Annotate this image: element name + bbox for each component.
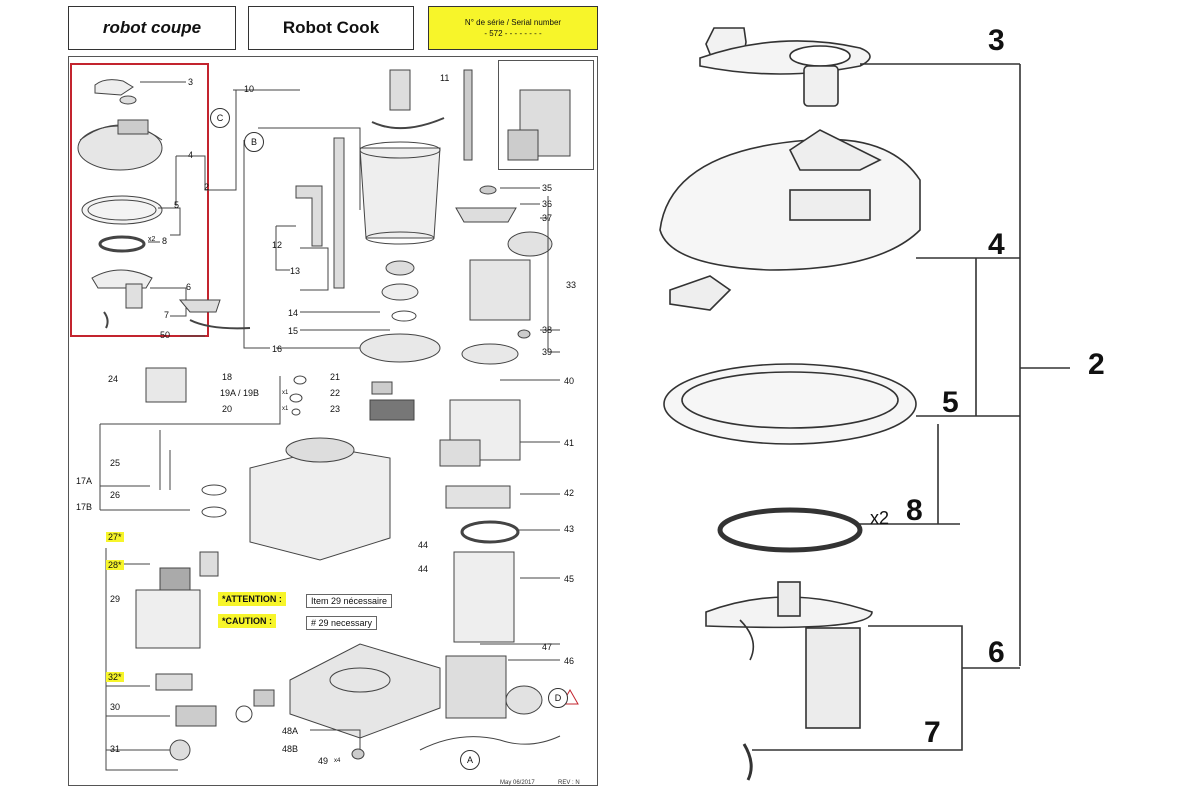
serial-label: N° de série / Serial number <box>464 17 562 27</box>
part-label-31: 31 <box>110 744 121 754</box>
part-label-44-b: 44 <box>418 564 429 574</box>
serial-value: - 572 - - - - - - - - <box>484 29 542 38</box>
part-label-14: 14 <box>288 308 299 318</box>
part-label-5: 5 <box>174 200 180 210</box>
machine-overview-inset <box>498 60 594 170</box>
part-label-32: 32* <box>106 672 124 682</box>
exploded-view-frame <box>68 56 598 786</box>
detail-qty-8: x2 <box>870 508 890 528</box>
part-label-36: 36 <box>542 199 553 209</box>
part-label-39: 39 <box>542 347 553 357</box>
part-label-47: 47 <box>542 642 553 652</box>
attention-text: Item 29 nécessaire <box>306 594 393 608</box>
part-label-19: 19A / 19B <box>220 388 260 398</box>
part-label-4: 4 <box>188 150 194 160</box>
lid-assembly-highlight <box>70 63 209 337</box>
part-label-42: 42 <box>564 488 575 498</box>
part-label-38: 38 <box>542 325 553 335</box>
part-label-3: 3 <box>188 77 194 87</box>
caution-text: # 29 necessary <box>306 616 378 630</box>
part-label-26: 26 <box>110 490 121 500</box>
part-label-41: 41 <box>564 438 575 448</box>
part-label-43: 43 <box>564 524 575 534</box>
part-label-27: 27* <box>106 532 124 542</box>
part-label-11: 11 <box>440 73 450 83</box>
part-label-35: 35 <box>542 183 553 193</box>
part-label-44-a: 44 <box>418 540 429 550</box>
attention-label: *ATTENTION : <box>218 592 286 606</box>
part-label-40: 40 <box>564 376 575 386</box>
part-label-33: 33 <box>566 280 577 290</box>
part-label-46: 46 <box>564 656 575 666</box>
part-label-15: 15 <box>288 326 299 336</box>
part-label-30: 30 <box>110 702 121 712</box>
part-label-48a: 48A <box>282 726 299 736</box>
serial-number-box: N° de série / Serial number - 572 - - - … <box>428 6 598 50</box>
model-title: Robot Cook <box>248 6 414 50</box>
part-label-49: 49 <box>318 756 329 766</box>
part-label-23: 23 <box>330 404 341 414</box>
part-label-25: 25 <box>110 458 121 468</box>
part-label-10: 10 <box>244 84 255 94</box>
part-label-2: 2 <box>204 182 210 192</box>
detail-label-2: 2 <box>1088 348 1105 381</box>
part-label-16: 16 <box>272 344 283 354</box>
part-label-18: 18 <box>222 372 233 382</box>
part-label-28: 28* <box>106 560 124 570</box>
detail-label-5: 5 <box>942 386 959 419</box>
part-label-29: 29 <box>110 594 121 604</box>
callout-a: A <box>460 750 480 770</box>
detail-label-7: 7 <box>924 716 941 749</box>
qty-20: x1 <box>282 406 289 412</box>
qty-19: x1 <box>282 390 289 396</box>
part-label-20: 20 <box>222 404 233 414</box>
callout-b: B <box>244 132 264 152</box>
callout-c: C <box>210 108 230 128</box>
part-label-12: 12 <box>272 240 283 250</box>
brand-text: robot coupe <box>102 18 202 37</box>
part-label-17b: 17B <box>76 502 93 512</box>
part-label-8: 8 <box>162 236 168 246</box>
part-label-22: 22 <box>330 388 341 398</box>
part-label-6: 6 <box>186 282 192 292</box>
part-label-7: 7 <box>164 310 170 320</box>
model-name: Robot Cook <box>282 18 380 37</box>
detail-label-6: 6 <box>988 636 1005 669</box>
robot-coupe-logo: robot coupe <box>68 6 236 50</box>
part-label-13: 13 <box>290 266 301 276</box>
part-label-50: 50 <box>160 330 171 340</box>
footer-rev: REV : N <box>558 780 580 786</box>
detail-label-4: 4 <box>988 228 1005 261</box>
part-label-17a: 17A <box>76 476 93 486</box>
qty-49: x4 <box>334 758 341 764</box>
part-label-21: 21 <box>330 372 341 382</box>
part-label-24: 24 <box>108 374 119 384</box>
qty-8: x2 <box>148 236 156 243</box>
part-label-37: 37 <box>542 213 553 223</box>
detail-label-8: 8 <box>906 494 923 527</box>
caution-label: *CAUTION : <box>218 614 276 628</box>
detail-label-3: 3 <box>988 24 1005 57</box>
part-label-48b: 48B <box>282 744 299 754</box>
footer-date: May 06/2017 <box>500 780 535 786</box>
part-label-45: 45 <box>564 574 575 584</box>
callout-d: D <box>548 688 568 708</box>
